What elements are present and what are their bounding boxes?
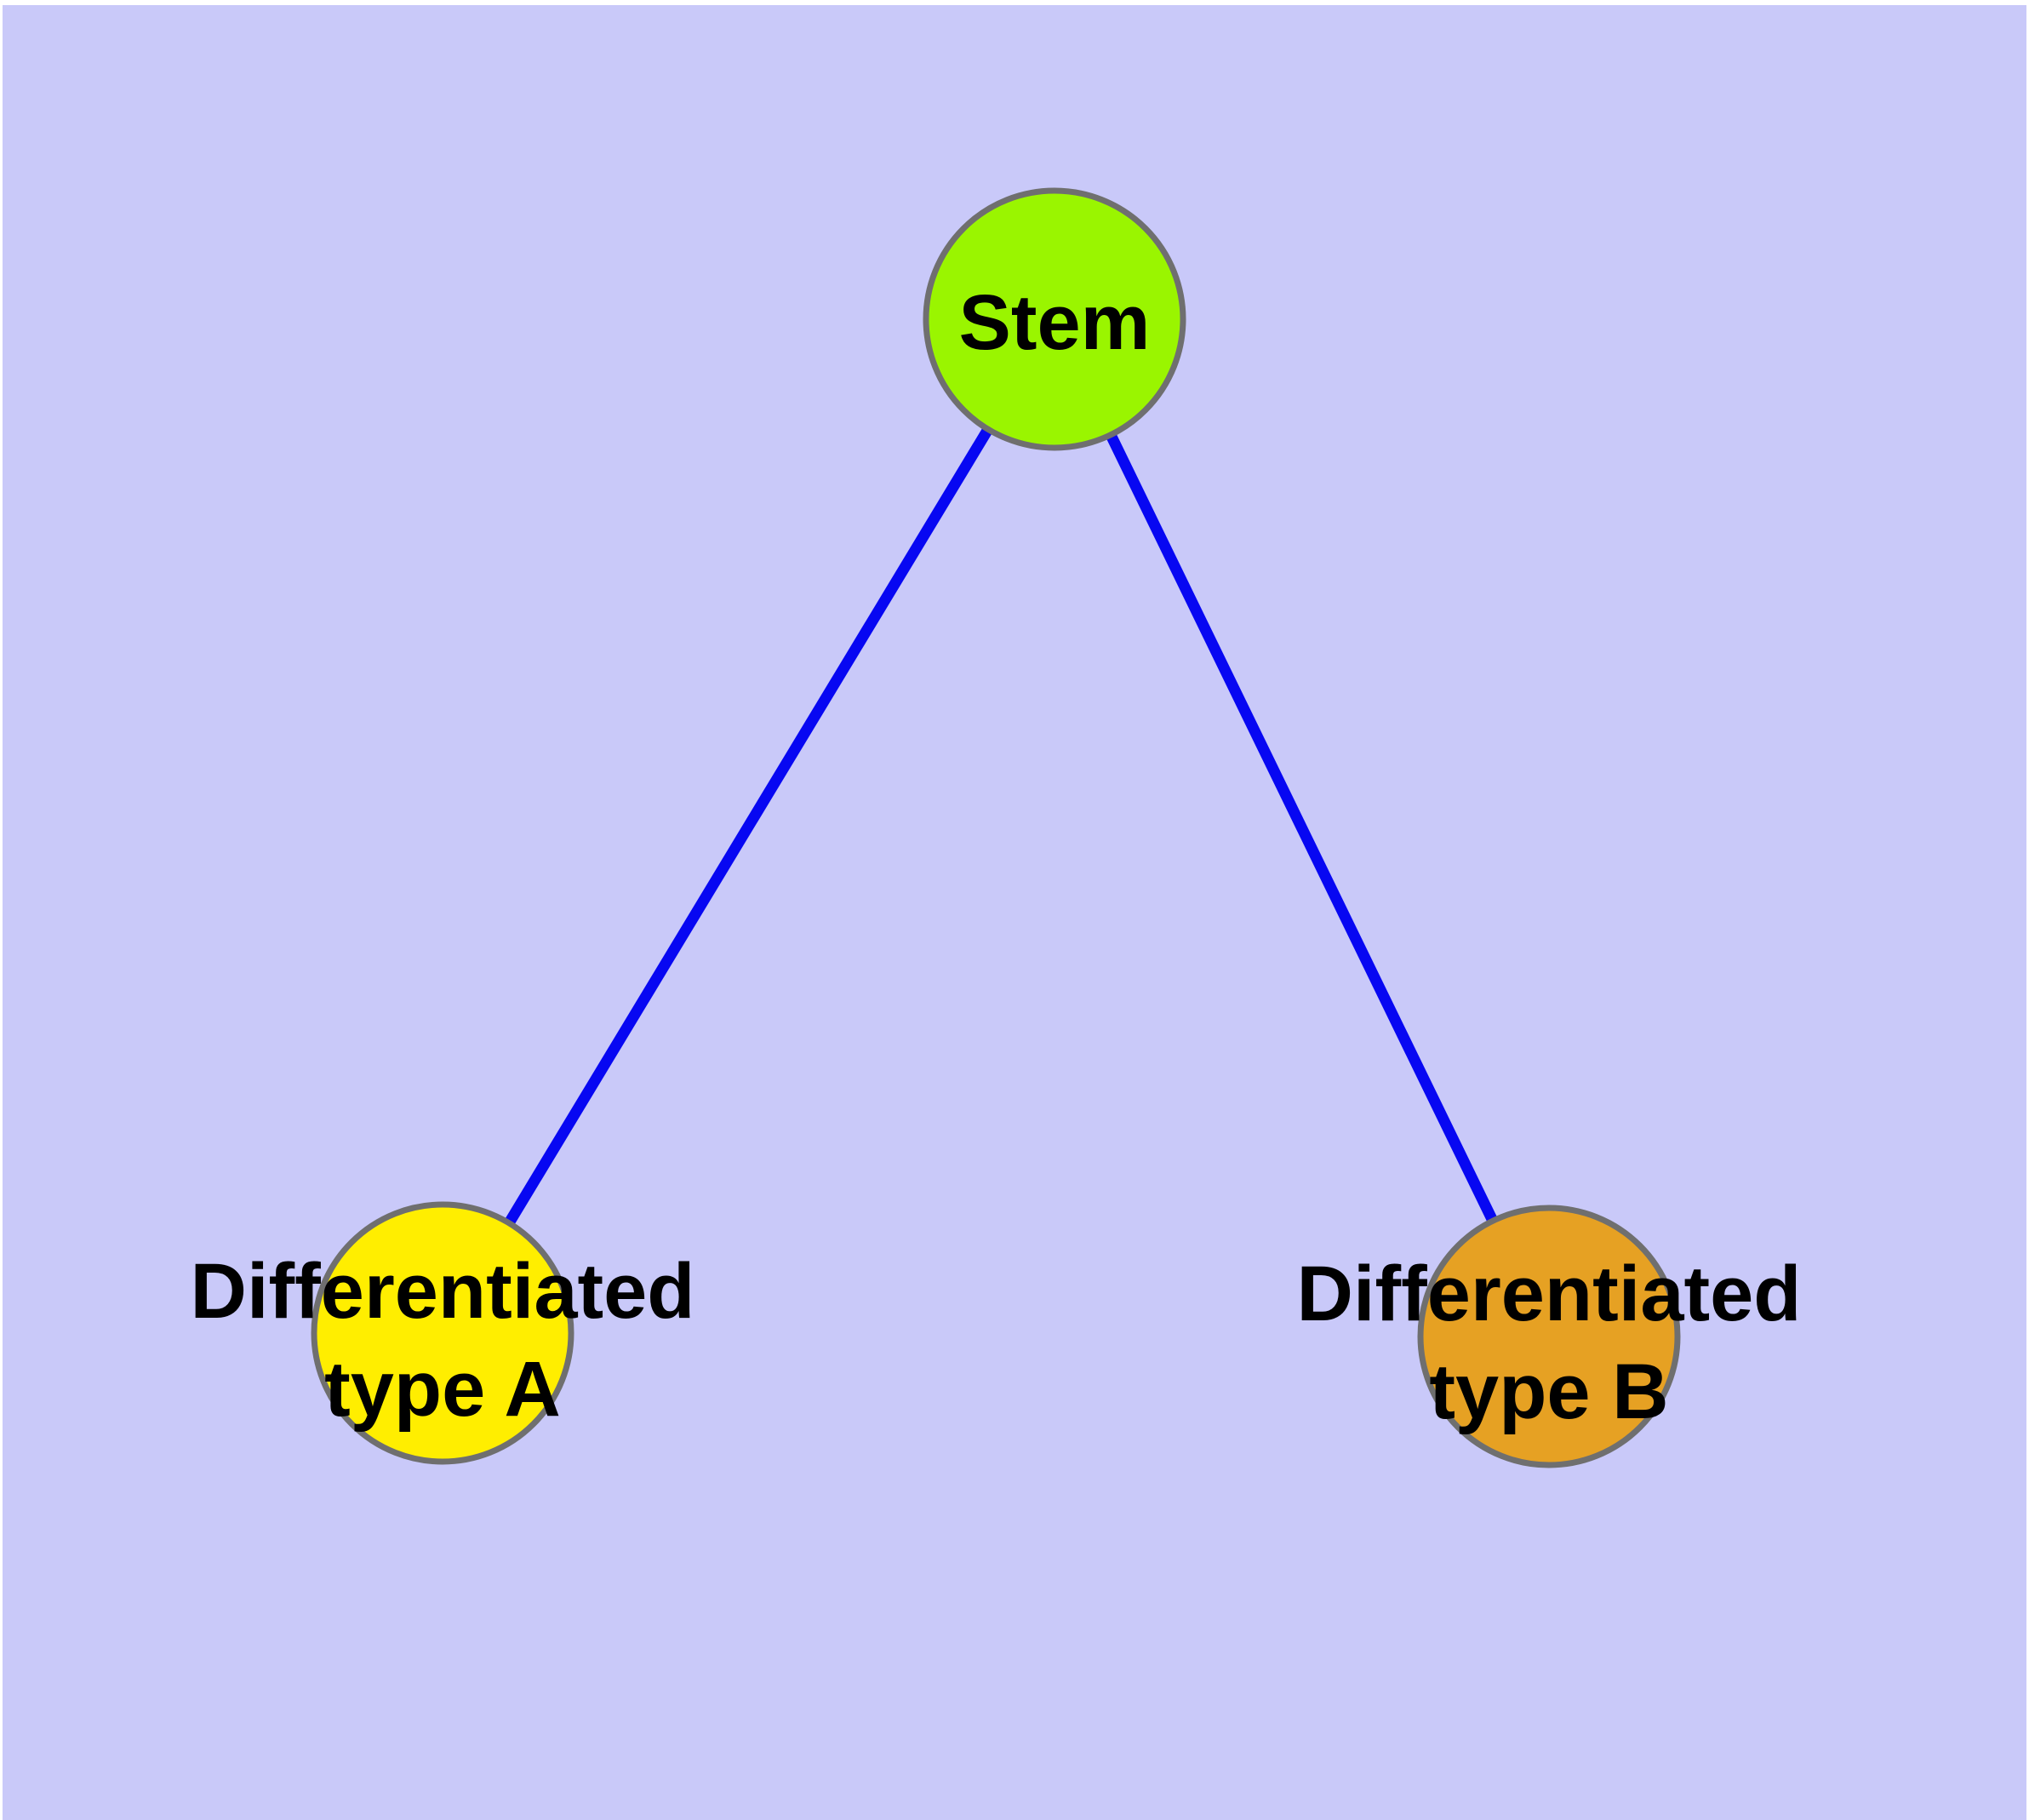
edge-stem-type-b: [1049, 317, 1554, 1339]
node-stem-label: Stem: [959, 279, 1151, 366]
node-type-a-label-line1: Differentiated: [191, 1248, 695, 1335]
node-type-a-label-line2: type A: [324, 1346, 561, 1433]
node-type-b: [1417, 1205, 1681, 1468]
edge-stem-type-a: [437, 316, 1060, 1336]
node-type-b-label-line1: Differentiated: [1297, 1251, 1802, 1337]
node-type-a: [311, 1201, 574, 1465]
node-stem: [923, 187, 1186, 451]
node-type-b-label-line2: type B: [1429, 1348, 1668, 1435]
